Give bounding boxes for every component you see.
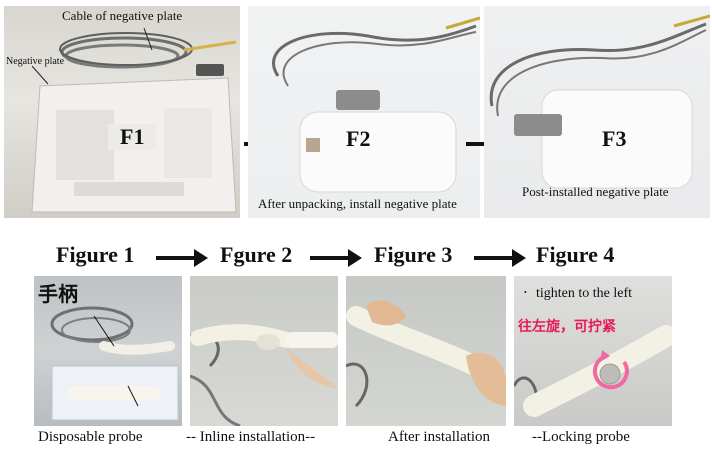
plate-illustration-f2 (272, 16, 480, 193)
arrow-fig1-fig2 (156, 256, 196, 260)
badge-f3: F3 (602, 126, 627, 151)
badge-f1: F1 (108, 124, 157, 150)
arrow-head-fig1-fig2 (194, 249, 208, 267)
tighten-label-cn: 往左旋，可拧紧 (518, 319, 616, 335)
figure-4-title: Figure 4 (536, 242, 615, 267)
inline-install-illustration (190, 324, 338, 426)
photo-inline-installation (190, 276, 338, 426)
arrow-fig2-fig3 (310, 256, 350, 260)
photo-disposable-probe: 手柄 (34, 276, 182, 426)
handle-label: 手柄 (38, 282, 78, 306)
photo-locking-probe: • tighten to the left 往左旋，可拧紧 (514, 276, 672, 426)
caption-inline-installation: -- Inline installation-- (186, 429, 316, 445)
tighten-label-en: tighten to the left (536, 286, 633, 301)
negative-plate-label: Negative plate (6, 56, 65, 67)
photo-f3-installed: F3 Post-installed negative plate (484, 6, 710, 218)
probe-package-illustration (50, 306, 179, 421)
f3-caption: Post-installed negative plate (522, 184, 669, 199)
arrow-head-fig2-fig3 (348, 249, 362, 267)
figure-3-title: Figure 3 (374, 242, 453, 267)
locking-probe-illustration (514, 325, 672, 417)
caption-locking-probe: --Locking probe (532, 429, 630, 445)
tighten-bullet-icon: • (524, 288, 527, 297)
photo-f1-package: Cable of negative plate Negative plate F… (4, 6, 240, 218)
arrow-fig3-fig4 (474, 256, 514, 260)
cable-coil-illustration (31, 27, 237, 213)
f2-caption: After unpacking, install negative plate (258, 196, 457, 211)
plate-illustration-f3 (489, 14, 710, 189)
caption-disposable-probe: Disposable probe (38, 429, 143, 445)
figure-1-title: Figure 1 (56, 242, 135, 267)
after-install-illustration (346, 300, 506, 408)
caption-after-installation: After installation (388, 429, 491, 445)
photo-after-installation (346, 276, 506, 426)
figure-2-title: Fgure 2 (220, 242, 293, 267)
cable-label: Cable of negative plate (62, 8, 183, 23)
arrow-head-fig3-fig4 (512, 249, 526, 267)
badge-f2: F2 (346, 126, 371, 151)
arrow-f2-f3 (466, 142, 488, 146)
photo-f2-unpacked: F2 After unpacking, install negative pla… (248, 6, 480, 218)
